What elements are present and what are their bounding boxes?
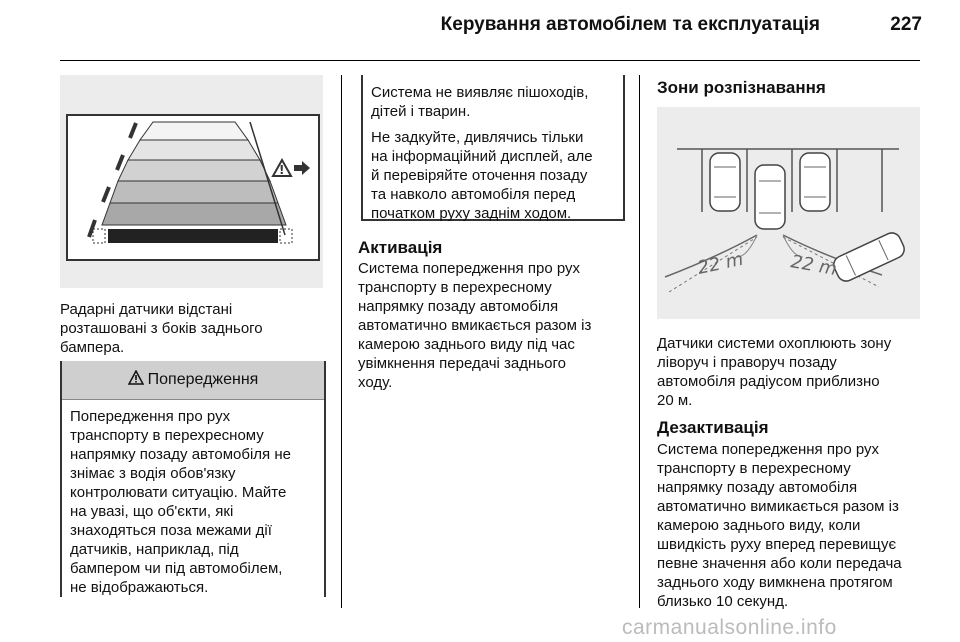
warning-line: контролювати ситуацію. Майте: [70, 484, 287, 501]
deactivation-line: близько 10 секунд.: [657, 593, 789, 610]
activation-body: Система попередження про рух транспорту …: [358, 259, 633, 392]
activation-line: транспорту в перехресному: [358, 279, 552, 296]
warning-line: транспорту в перехресному: [70, 427, 264, 444]
warning-title: Попередження: [147, 371, 259, 388]
activation-line: ходу.: [358, 374, 393, 391]
warning-box: Попередження Попередження про рух трансп…: [60, 361, 326, 597]
note-line: на інформаційний дисплей, але: [371, 148, 593, 165]
activation-line: автоматично вмикається разом із: [358, 317, 592, 334]
page-header-title: Керування автомобілем та експлуатація: [440, 14, 820, 35]
note-line: дітей і тварин.: [371, 103, 471, 120]
deactivation-line: камерою заднього виду, коли: [657, 517, 861, 534]
caption-line: ліворуч і праворуч позаду: [657, 354, 837, 371]
zones-caption: Датчики системи охоплюють зону ліворуч і…: [657, 334, 891, 410]
activation-heading: Активація: [358, 238, 443, 257]
caption-line: 20 м.: [657, 392, 693, 409]
deactivation-line: швидкість руху вперед перевищує: [657, 536, 897, 553]
radar-display-figure: !: [60, 75, 323, 288]
activation-line: увімкнення передачі заднього: [358, 355, 566, 372]
column-divider-right: [639, 75, 640, 608]
deactivation-line: певне значення або коли передача: [657, 555, 902, 572]
activation-line: камерою заднього виду під час: [358, 336, 575, 353]
activation-line: Система попередження про рух: [358, 260, 580, 277]
warning-line: Попередження про рух: [70, 408, 231, 425]
deactivation-line: напрямку позаду автомобіля: [657, 479, 858, 496]
note-line: початком руху заднім ходом.: [371, 205, 572, 222]
zone-distance-label-right: 22 m: [789, 251, 838, 280]
deactivation-line: автоматично вимикається разом із: [657, 498, 899, 515]
warning-body: Попередження про рух транспорту в перехр…: [70, 407, 322, 597]
warning-line: бампером чи під автомобілем,: [70, 560, 283, 577]
warning-line: напрямку позаду автомобіля не: [70, 446, 291, 463]
zone-distance-label-left: 22 m: [696, 249, 746, 279]
svg-text:!: !: [279, 163, 284, 177]
note-body: Система не виявляє пішоходів, дітей і тв…: [371, 83, 621, 223]
radar-caption: Радарні датчики відстані розташовані з б…: [60, 300, 263, 357]
caption-line: Датчики системи охоплюють зону: [657, 335, 892, 352]
warning-triangle-icon: [127, 369, 144, 390]
warning-line: знімає з водія обов'язку: [70, 465, 236, 482]
warning-line: на увазі, що об'єкти, які: [70, 503, 234, 520]
note-line: Система не виявляє пішоходів,: [371, 84, 589, 101]
deactivation-heading: Дезактивація: [657, 418, 769, 437]
deactivation-body: Система попередження про рух транспорту …: [657, 440, 947, 611]
note-line: Не задкуйте, дивлячись тільки: [371, 129, 584, 146]
warning-line: датчиків, наприклад, під: [70, 541, 239, 558]
radar-display-illustration: !: [66, 114, 320, 261]
deactivation-line: транспорту в перехресному: [657, 460, 851, 477]
note-line: й перевіряйте оточення позаду: [371, 167, 588, 184]
deactivation-line: заднього ходу вимкнена протягом: [657, 574, 893, 591]
activation-line: напрямку позаду автомобіля: [358, 298, 559, 315]
caption-line: бампера.: [60, 339, 125, 356]
warning-line: знаходяться поза межами дії: [70, 522, 272, 539]
page-number: 227: [890, 14, 922, 35]
caption-line: Радарні датчики відстані: [60, 301, 233, 318]
note-box: Система не виявляє пішоходів, дітей і тв…: [361, 75, 625, 223]
column-divider-left: [341, 75, 342, 608]
caption-line: розташовані з боків заднього: [60, 320, 263, 337]
watermark: carmanualsonline.info: [622, 616, 837, 639]
deactivation-line: Система попередження про рух: [657, 441, 879, 458]
detection-zones-illustration: 22 m 22 m: [664, 148, 905, 293]
warning-line: не відображаються.: [70, 579, 209, 596]
caption-line: автомобіля радіусом приблизно: [657, 373, 880, 390]
header-divider: [60, 60, 920, 61]
detection-zones-figure: 22 m 22 m: [657, 107, 920, 319]
warning-header: Попередження: [62, 361, 324, 400]
note-line: та навколо автомобіля перед: [371, 186, 576, 203]
zones-heading: Зони розпізнавання: [657, 78, 826, 97]
